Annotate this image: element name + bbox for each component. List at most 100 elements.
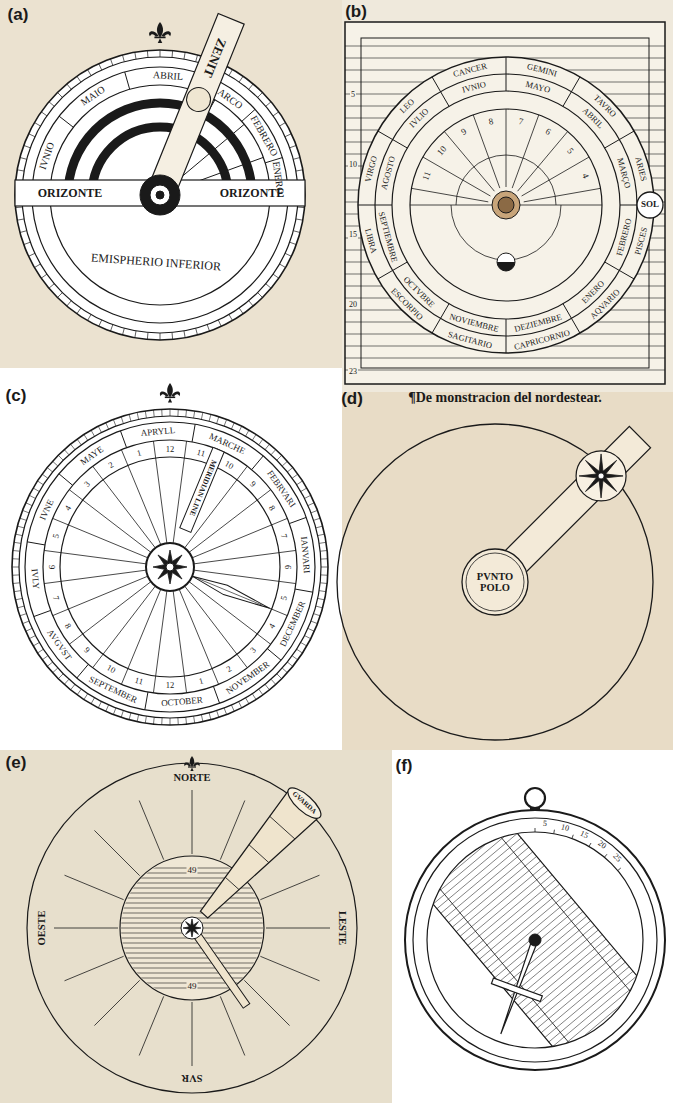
scale-line — [170, 718, 171, 725]
scale-line — [49, 102, 54, 106]
scale-line — [290, 242, 297, 244]
scale-line — [29, 253, 35, 256]
hatch-line — [564, 990, 648, 1061]
scale-line — [432, 304, 449, 333]
circle-outline — [466, 553, 524, 611]
hub — [156, 191, 164, 199]
fleur-foot — [190, 768, 193, 771]
panel-ground — [342, 392, 673, 750]
hatch-line — [120, 903, 264, 904]
scale-line — [266, 102, 271, 106]
hatch-line — [530, 948, 614, 1019]
cardinal-label: OESTE — [37, 910, 48, 945]
horizon-circle — [27, 763, 357, 1093]
scale-line — [185, 410, 187, 417]
panel-letter: (a) — [8, 6, 29, 23]
scale-line — [34, 610, 51, 616]
scale-line — [88, 69, 92, 75]
suspension-ring — [525, 788, 545, 808]
scale-line — [192, 790, 193, 854]
scale-line — [110, 325, 112, 332]
ring — [25, 422, 315, 712]
scale-line — [293, 157, 300, 159]
hatch-line — [445, 847, 529, 918]
panel-letter: (d) — [341, 390, 363, 407]
zodiac-band — [416, 813, 655, 1068]
scale-line — [110, 59, 112, 66]
quill-pointer — [190, 572, 271, 613]
scale-line — [282, 461, 287, 466]
band-clip — [416, 813, 655, 1068]
fleur-foot — [168, 398, 172, 402]
scale-line — [553, 830, 555, 834]
square-frame — [345, 22, 665, 384]
node-text: SOL — [641, 200, 659, 209]
scale-line — [411, 188, 488, 202]
scale-line — [113, 419, 116, 426]
scale-line — [194, 411, 195, 418]
ring — [358, 57, 654, 353]
scale-line — [26, 628, 32, 631]
panel-letter: (f) — [396, 757, 413, 774]
circle-outline — [637, 192, 663, 218]
scale-line — [77, 689, 81, 695]
scale-line — [258, 293, 263, 298]
hatch-line — [345, 370, 665, 371]
scale-line — [244, 980, 289, 1025]
scale-line — [13, 582, 20, 584]
scale-line — [287, 662, 292, 666]
scale-line — [161, 409, 162, 416]
scale-line — [15, 598, 22, 599]
hub — [150, 185, 170, 205]
scale-line — [135, 52, 136, 59]
scale-line — [137, 412, 138, 419]
scale-line — [358, 205, 392, 206]
fleur-petal — [149, 31, 158, 37]
panel-ground — [342, 0, 673, 392]
scale-line — [71, 444, 75, 449]
ring — [22, 57, 298, 333]
scale-line — [289, 517, 306, 523]
scale-line — [297, 207, 304, 209]
scale-line — [153, 591, 166, 693]
scale-line — [192, 518, 287, 557]
scale-line — [53, 668, 58, 673]
hatch-line — [568, 994, 652, 1065]
scale-line — [59, 116, 73, 127]
scale-line — [260, 956, 319, 980]
scale-line — [265, 684, 269, 689]
fleur-petal — [171, 392, 180, 397]
great-circle — [337, 424, 653, 740]
scale-number: 5 — [350, 91, 356, 99]
horn-band — [249, 845, 269, 863]
circle-outline — [462, 549, 528, 615]
hatch-line — [120, 913, 264, 914]
scale-line — [239, 426, 242, 432]
hour-number: 12 — [166, 445, 175, 454]
scale-line — [277, 455, 282, 460]
scale-line — [308, 503, 314, 506]
panel-ground — [392, 750, 673, 1103]
meridian-band — [180, 447, 224, 532]
scale-line — [121, 711, 123, 718]
scale-line — [217, 417, 219, 424]
scale-line — [24, 145, 31, 147]
hatch-line — [120, 968, 264, 969]
scale-line — [160, 50, 161, 57]
pointer-rib — [198, 578, 263, 605]
scale-line — [192, 1002, 193, 1066]
ring — [60, 457, 280, 677]
scale-line — [314, 614, 321, 616]
hatch-line — [541, 962, 625, 1033]
scale-line — [17, 606, 24, 608]
ring — [19, 416, 321, 718]
hatch-line — [449, 852, 533, 923]
moon-disc — [497, 253, 515, 271]
scale-line — [308, 628, 314, 631]
scale-line — [173, 591, 186, 693]
scale-line — [224, 708, 227, 715]
scale-line — [506, 109, 507, 187]
scale-line — [318, 598, 325, 599]
hatch-line — [503, 916, 587, 987]
scale-line — [106, 705, 109, 711]
